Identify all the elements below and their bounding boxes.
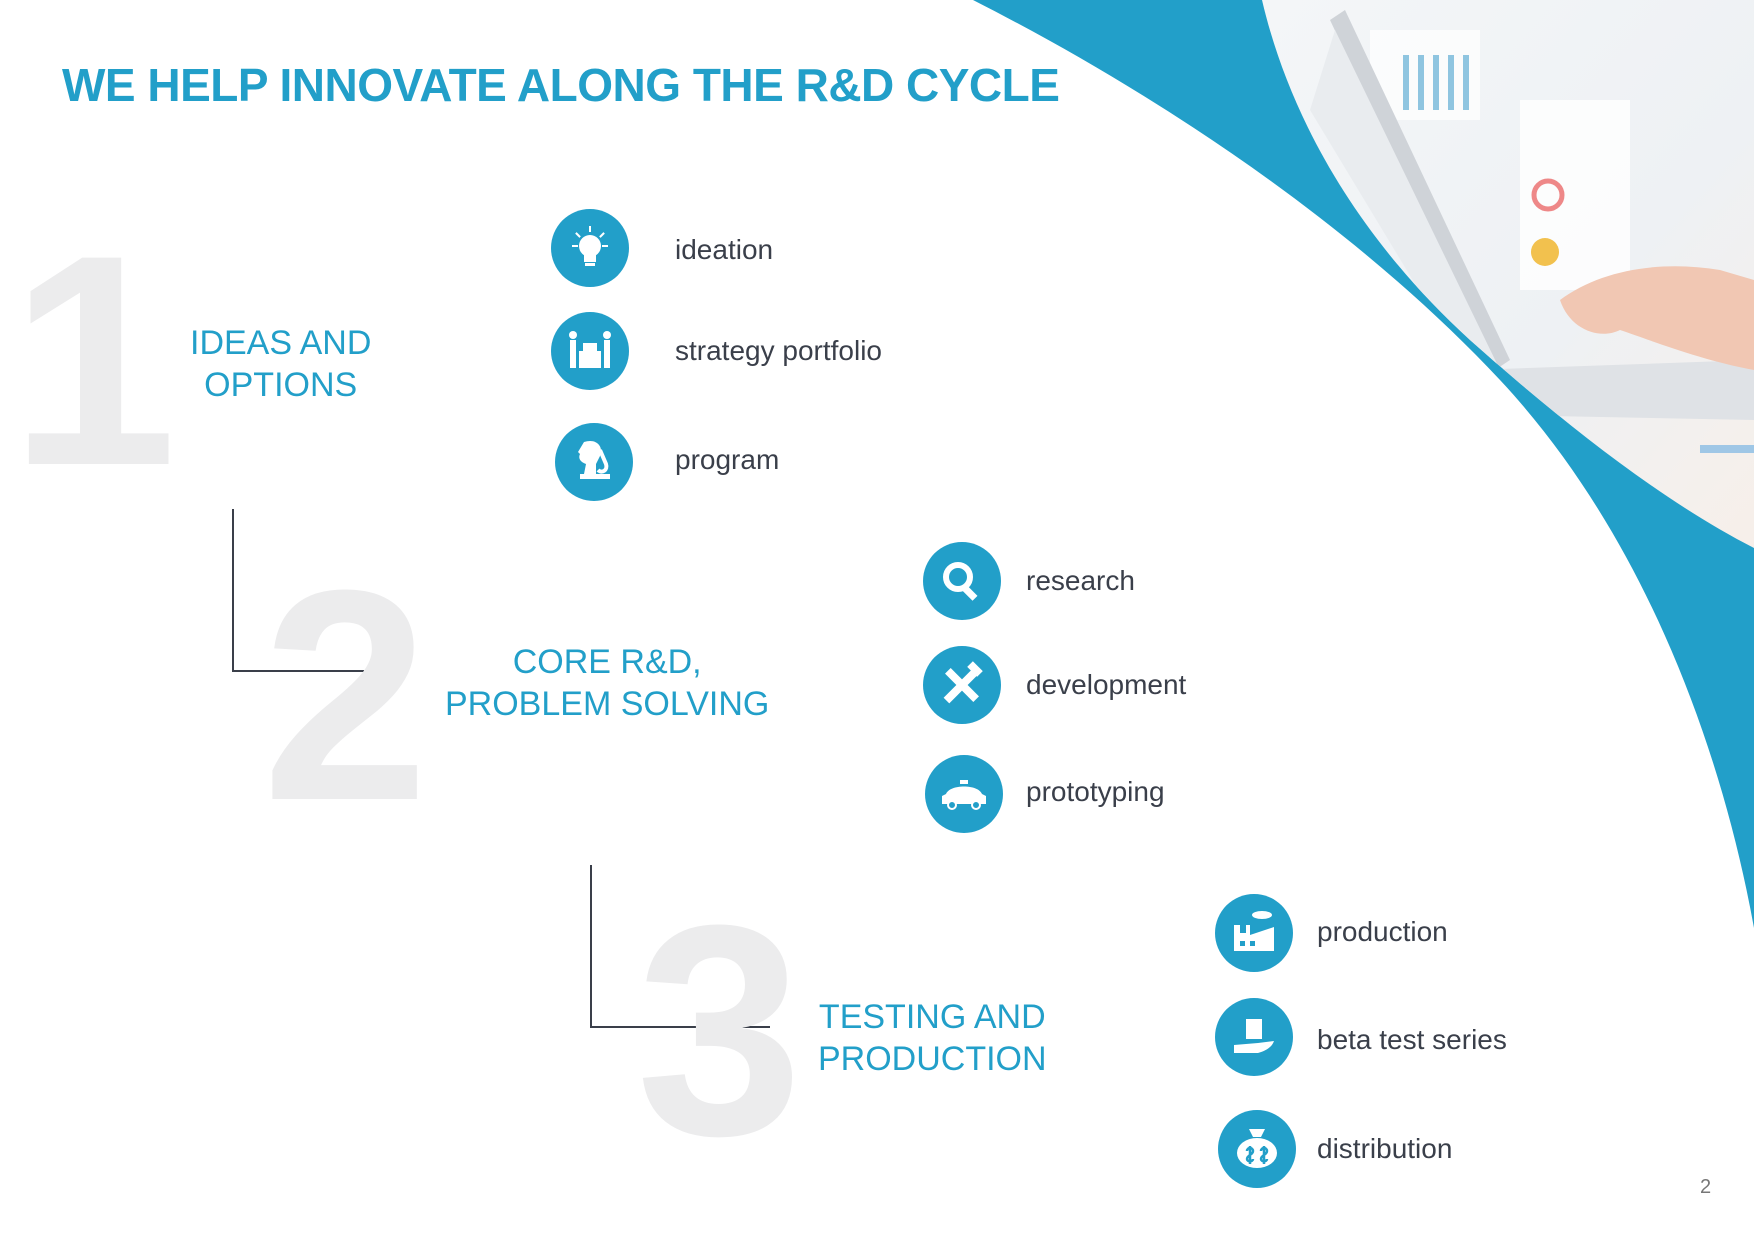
connector-horizontal <box>590 1026 770 1028</box>
stage-number-3: 3 <box>636 862 803 1198</box>
stage-number-1: 1 <box>10 192 177 528</box>
lightbulb-icon <box>551 209 629 287</box>
stage-title-1: IDEAS AND OPTIONS <box>190 322 371 406</box>
item-label-strategy-portfolio: strategy portfolio <box>675 335 882 366</box>
item-label-prototyping: prototyping <box>1026 776 1165 807</box>
head-microscope-icon <box>555 423 633 501</box>
magnifier-icon <box>923 542 1001 620</box>
item-label-ideation: ideation <box>675 234 774 265</box>
connector-horizontal <box>232 670 364 672</box>
people-carrying-box-icon <box>551 312 629 390</box>
laptop-photo <box>1262 0 1754 548</box>
page-number: 2 <box>1700 1176 1712 1198</box>
car-icon <box>925 755 1003 833</box>
item-label-production: production <box>1317 916 1448 947</box>
money-bag-icon <box>1218 1110 1296 1188</box>
stage-title-line: TESTING AND <box>818 998 1046 1036</box>
factory-icon <box>1215 894 1293 972</box>
stage-title-line: OPTIONS <box>204 366 358 404</box>
connector-vertical <box>232 509 234 672</box>
item-label-program: program <box>675 444 780 475</box>
item-label-development: development <box>1026 669 1187 700</box>
stage-number-2: 2 <box>262 527 429 863</box>
connector-vertical <box>590 865 592 1028</box>
stage-title-3: TESTING AND PRODUCTION <box>818 996 1047 1080</box>
stage-title-line: IDEAS AND <box>190 324 372 362</box>
stage-title-line: CORE R&D, <box>512 643 702 681</box>
stage-title-line: PRODUCTION <box>818 1040 1047 1078</box>
hand-box-icon <box>1215 998 1293 1076</box>
page-title: WE HELP INNOVATE ALONG THE R&D CYCLE <box>62 59 1060 111</box>
stage-title-line: PROBLEM SOLVING <box>445 685 770 723</box>
stage-title-2: CORE R&D, PROBLEM SOLVING <box>445 641 769 725</box>
item-label-beta-test-series: beta test series <box>1317 1024 1507 1055</box>
item-label-distribution: distribution <box>1317 1133 1453 1164</box>
item-label-research: research <box>1026 565 1135 596</box>
tools-icon <box>923 646 1001 724</box>
